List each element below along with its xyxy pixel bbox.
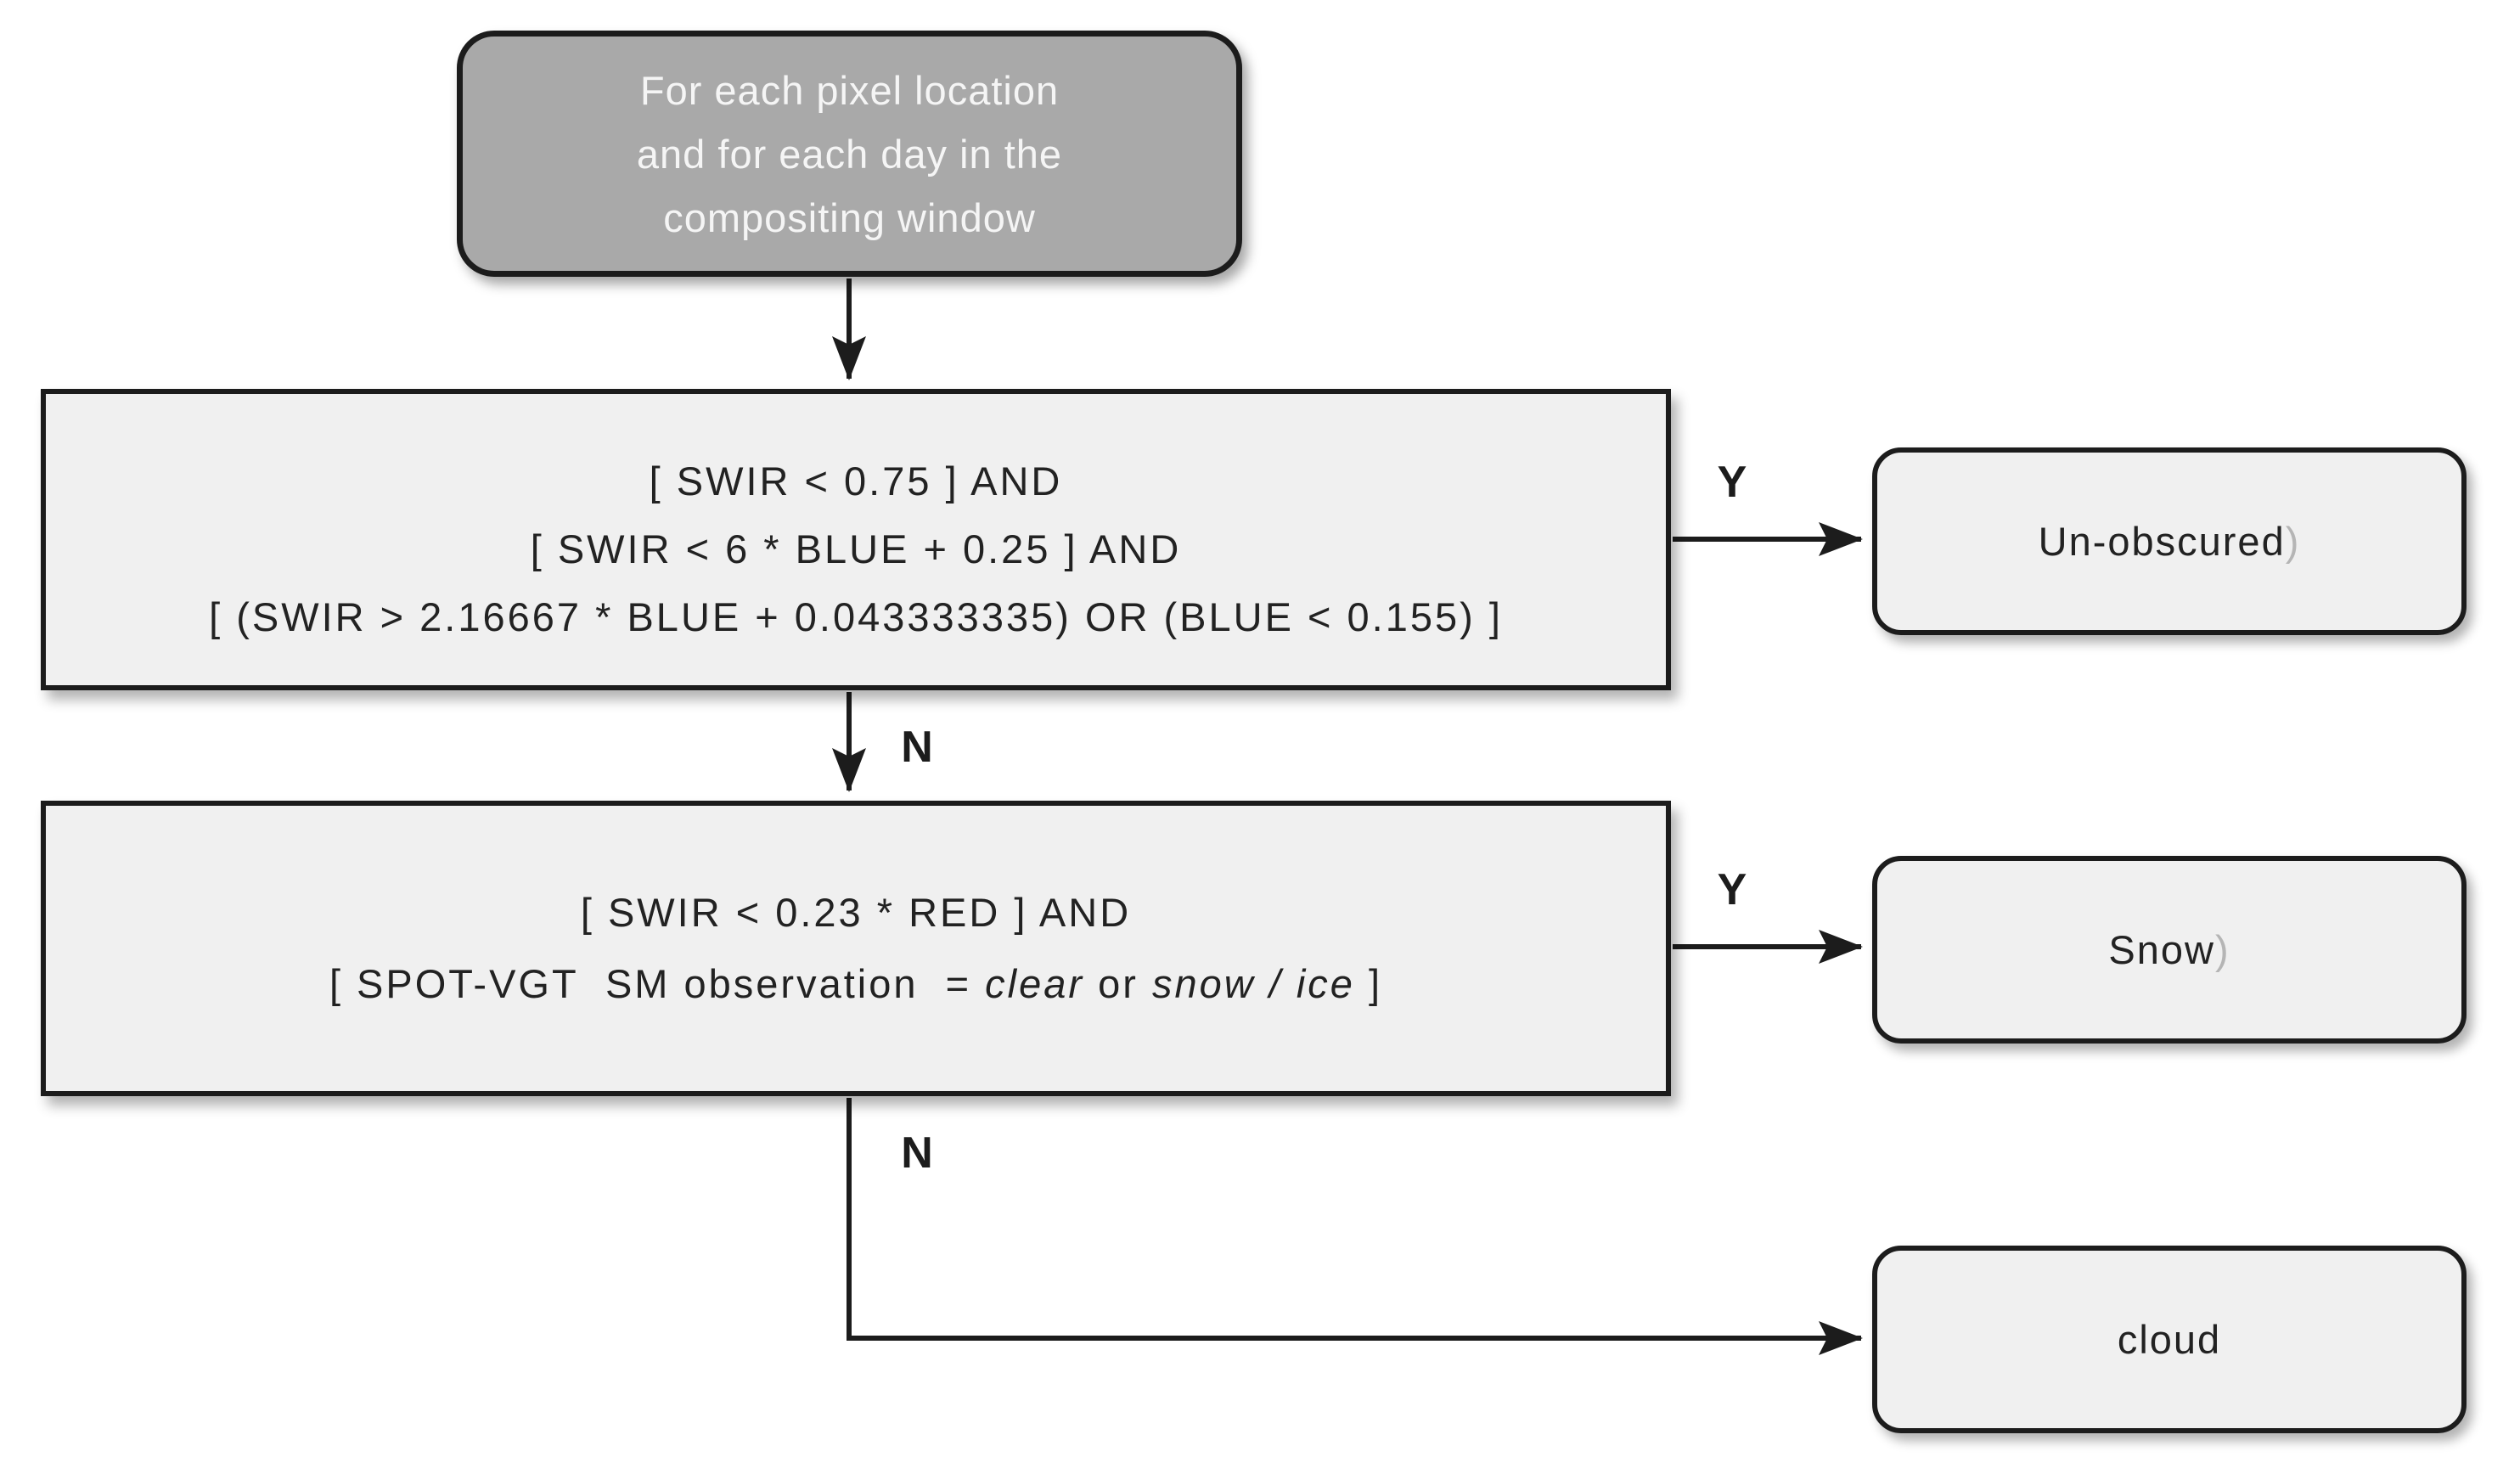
decision-2-no-label: N bbox=[901, 1128, 933, 1178]
decision-2-condition-line: [ SPOT-VGT SM observation = clear or sno… bbox=[329, 961, 1383, 1006]
start-node-text-line: compositing window bbox=[663, 194, 1036, 240]
output-node-snow: Snow) bbox=[1872, 856, 2467, 1044]
decision-2-yes-label: Y bbox=[1717, 865, 1747, 914]
decision-1-yes-label: Y bbox=[1717, 458, 1747, 507]
decision-2-condition-line: [ SWIR < 0.23 * RED ] AND bbox=[580, 890, 1132, 935]
decision-1-condition-line: [ SWIR < 6 * BLUE + 0.25 ] AND bbox=[530, 526, 1182, 571]
start-node-text-line: For each pixel location bbox=[639, 67, 1060, 113]
decision-1-condition-line: [ SWIR < 0.75 ] AND bbox=[649, 458, 1063, 504]
decision-1-no-label: N bbox=[901, 723, 933, 772]
decision-1-condition-line: [ (SWIR > 2.16667 * BLUE + 0.043333335) … bbox=[209, 594, 1503, 639]
decision-node-1: [ SWIR < 0.75 ] AND [ SWIR < 6 * BLUE + … bbox=[41, 389, 1671, 690]
output-snow-label: Snow) bbox=[2108, 927, 2230, 972]
decision-node-2: [ SWIR < 0.23 * RED ] AND [ SPOT-VGT SM … bbox=[41, 801, 1671, 1096]
output-unobscured-label: Un-obscured) bbox=[2038, 519, 2301, 564]
start-node-text-line: and for each day in the bbox=[636, 131, 1063, 177]
output-node-unobscured: Un-obscured) bbox=[1872, 447, 2467, 635]
start-node: For each pixel location and for each day… bbox=[457, 31, 1242, 277]
arrow-decision2-no-to-cloud bbox=[847, 1098, 1863, 1355]
output-cloud-label: cloud bbox=[2117, 1317, 2222, 1362]
output-node-cloud: cloud bbox=[1872, 1246, 2467, 1433]
